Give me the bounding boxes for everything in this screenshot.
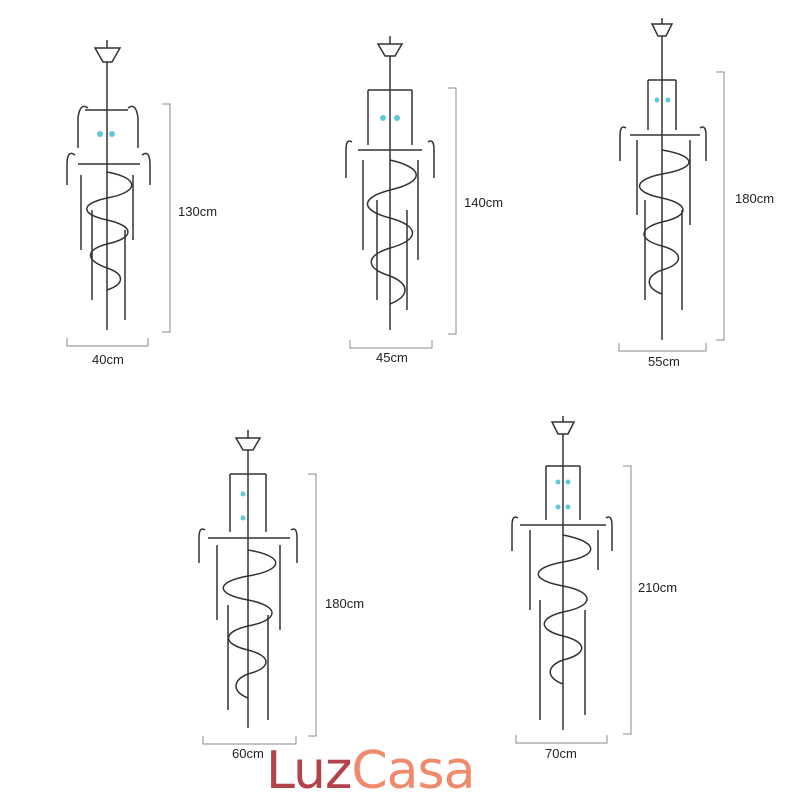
width-label-3: 55cm — [648, 354, 680, 369]
width-label-5: 70cm — [545, 746, 577, 761]
height-label-2: 140cm — [464, 195, 504, 210]
width-label-2: 45cm — [376, 350, 408, 365]
width-label-4: 60cm — [232, 746, 264, 761]
height-label-5: 210cm — [638, 580, 678, 595]
width-label-1: 40cm — [92, 352, 124, 367]
height-label-4: 180cm — [325, 596, 365, 611]
height-label-1: 130cm — [178, 204, 218, 219]
brand-logo-part1: Luz — [266, 741, 352, 801]
brand-logo: LuzCasa — [266, 745, 475, 797]
height-label-3: 180cm — [735, 191, 775, 206]
brand-logo-part2: Casa — [351, 741, 475, 801]
